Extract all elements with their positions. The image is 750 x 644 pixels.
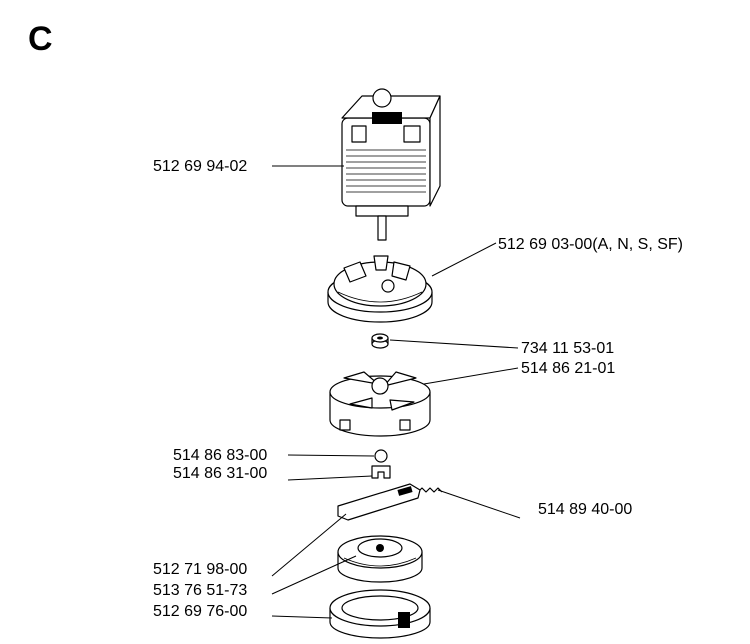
fan-drawing — [329, 371, 431, 437]
ball-drawing — [374, 449, 388, 463]
cover-drawing — [327, 255, 433, 323]
lever-drawing — [337, 483, 421, 521]
part-label-motor: 512 69 94-02 — [153, 158, 247, 175]
spring-drawing — [417, 487, 443, 493]
part-label-spring: 514 89 40-00 — [538, 501, 632, 518]
part-label-spool: 513 76 51-73 — [153, 582, 247, 599]
part-label-ball: 514 86 83-00 — [173, 447, 267, 464]
nut-drawing — [371, 333, 389, 349]
part-label-base: 512 69 76-00 — [153, 603, 247, 620]
motor-drawing — [341, 88, 441, 241]
part-label-clip: 514 86 31-00 — [173, 465, 267, 482]
part-label-cover: 512 69 03-00(A, N, S, SF) — [498, 236, 683, 253]
part-label-nut: 734 11 53-01 — [521, 340, 614, 357]
base-drawing — [329, 589, 431, 639]
part-label-fan: 514 86 21-01 — [521, 360, 615, 377]
spool-drawing — [337, 535, 423, 583]
section-letter: C — [28, 20, 53, 58]
clip-drawing — [371, 465, 391, 479]
leader-lines — [271, 165, 521, 619]
part-label-lever: 512 71 98-00 — [153, 561, 247, 578]
